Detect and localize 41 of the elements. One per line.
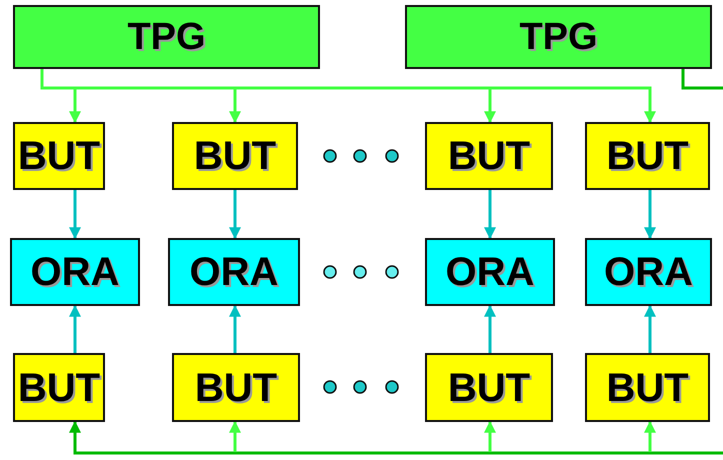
arrow: [682, 69, 723, 90]
box-label: ORA: [30, 252, 120, 292]
process-box: [168, 238, 300, 306]
arrow: [644, 420, 656, 452]
box-label: ORA: [446, 252, 534, 292]
process-box: [172, 353, 300, 422]
box-label: BUT: [18, 368, 100, 408]
arrow: [69, 304, 81, 353]
process-box: [405, 5, 712, 69]
box-label: BUT: [448, 368, 530, 408]
box-label: BUT: [448, 136, 530, 176]
arrow: [644, 304, 656, 353]
arrow: [484, 190, 496, 240]
box-label: TPG: [127, 18, 206, 56]
arrow: [229, 304, 241, 353]
box-label: BUT: [194, 368, 278, 408]
process-box: [13, 5, 320, 69]
process-box: [13, 122, 105, 190]
arrow: [484, 304, 496, 353]
process-box: [425, 238, 555, 306]
arrow: [69, 190, 81, 240]
arrow: [229, 420, 241, 452]
box-label: BUT: [18, 136, 100, 176]
process-box: [585, 238, 712, 306]
process-box: [425, 353, 553, 422]
process-box: [13, 353, 105, 422]
arrow: [229, 190, 241, 240]
arrow: [644, 190, 656, 240]
process-box: [585, 353, 710, 422]
process-box: [425, 122, 553, 190]
box-label: ORA: [190, 252, 278, 292]
box-label: BUT: [606, 368, 689, 408]
process-box: [585, 122, 710, 190]
box-label: ORA: [604, 252, 693, 292]
arrow: [69, 420, 723, 454]
box-label: TPG: [519, 18, 598, 56]
arrow: [484, 420, 496, 452]
process-box: [10, 238, 140, 306]
process-box: [172, 122, 298, 190]
box-label: BUT: [606, 136, 689, 176]
box-label: BUT: [194, 136, 276, 176]
